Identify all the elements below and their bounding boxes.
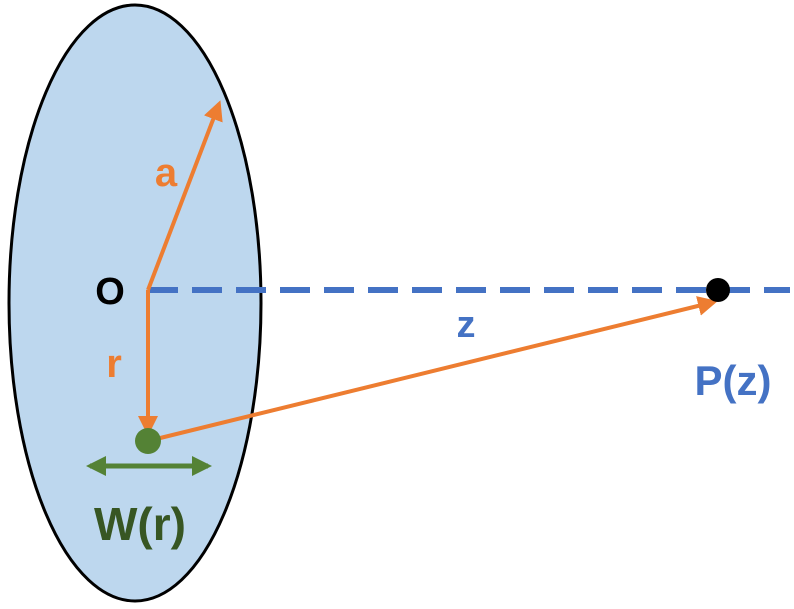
label-p: P(z)	[695, 357, 772, 404]
radius-a-arrow	[146, 100, 223, 291]
distance-arrow	[147, 296, 718, 443]
label-a: a	[155, 151, 178, 195]
label-r: r	[106, 342, 122, 386]
label-w: W(r)	[94, 498, 186, 550]
label-origin: O	[95, 271, 125, 313]
label-z: z	[457, 304, 476, 346]
ring-point	[135, 428, 161, 454]
point-p	[706, 278, 730, 302]
